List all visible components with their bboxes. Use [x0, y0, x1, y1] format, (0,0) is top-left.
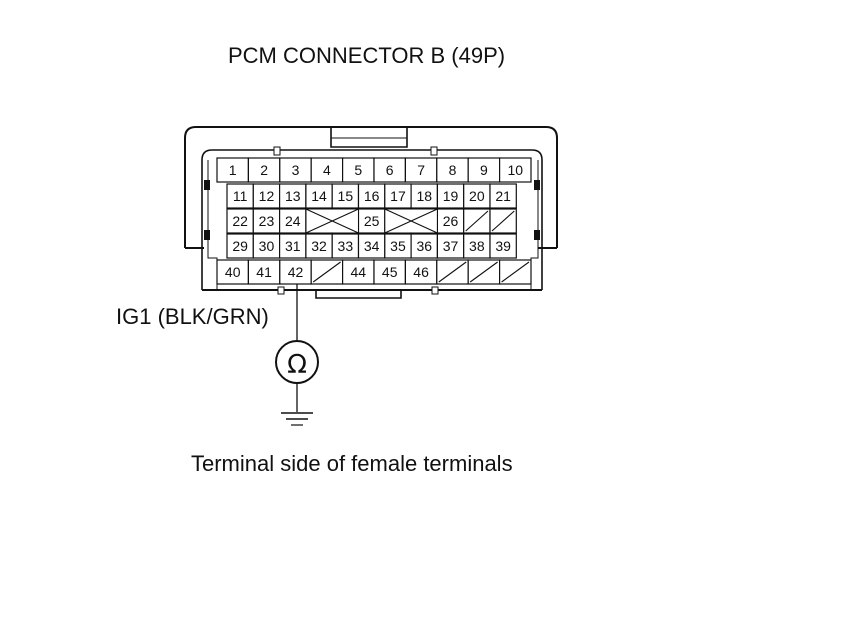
- pin-30: [252, 233, 281, 259]
- diagram-caption: Terminal side of female terminals: [191, 451, 513, 476]
- pin-37: [436, 233, 465, 259]
- pin-39: [489, 233, 517, 259]
- cross-line: [305, 208, 359, 234]
- pin-3: [279, 157, 312, 183]
- unused-slash: [501, 261, 530, 283]
- pin-31: [279, 233, 307, 259]
- pin-label-37: 37: [443, 238, 459, 254]
- pin-label-14: 14: [311, 188, 327, 204]
- pin-35: [384, 233, 412, 259]
- pin-46: [404, 259, 438, 285]
- unused-slash: [438, 261, 467, 283]
- pin-label-24: 24: [285, 213, 301, 229]
- ohm-symbol: Ω: [287, 350, 307, 380]
- probe-circuit: [275, 284, 319, 426]
- diagram-title: PCM CONNECTOR B (49P): [228, 43, 506, 68]
- pin-26: [436, 208, 465, 234]
- pin-label-34: 34: [364, 238, 380, 254]
- pin-7: [404, 157, 438, 183]
- pin-label-9: 9: [480, 162, 488, 178]
- pin-13: [279, 183, 307, 209]
- ground-icon: [281, 412, 313, 426]
- pin-label-7: 7: [417, 162, 425, 178]
- unused-slash: [465, 210, 489, 232]
- pin-label-45: 45: [382, 264, 398, 280]
- housing-markers: [204, 146, 540, 295]
- unused-slash: [469, 261, 498, 283]
- pin-label-46: 46: [413, 264, 429, 280]
- pin-label-29: 29: [232, 238, 248, 254]
- pin-label-40: 40: [225, 264, 241, 280]
- pin-12: [252, 183, 281, 209]
- pin-label-15: 15: [338, 188, 354, 204]
- pin-label-4: 4: [323, 162, 331, 178]
- pin-label-10: 10: [508, 162, 524, 178]
- pin-38: [463, 233, 491, 259]
- pin-label-31: 31: [285, 238, 301, 254]
- pin-32: [305, 233, 333, 259]
- pin-9: [467, 157, 501, 183]
- pin-8: [436, 157, 469, 183]
- pin-18: [410, 183, 439, 209]
- pin-label-17: 17: [390, 188, 406, 204]
- pin-21: [489, 183, 517, 209]
- pin-label-3: 3: [292, 162, 300, 178]
- pin-19: [436, 183, 465, 209]
- pin-33: [331, 233, 360, 259]
- cross-line: [384, 208, 438, 234]
- pin-label-32: 32: [311, 238, 327, 254]
- pin-label-33: 33: [338, 238, 354, 254]
- pin-29: [226, 233, 254, 259]
- pin-label-19: 19: [443, 188, 459, 204]
- pin-label-35: 35: [390, 238, 406, 254]
- pin-41: [247, 259, 281, 285]
- pin-42: [279, 259, 312, 285]
- pin-label-30: 30: [259, 238, 275, 254]
- unused-slash: [312, 261, 341, 283]
- pin-label-23: 23: [259, 213, 275, 229]
- pin-label-22: 22: [232, 213, 248, 229]
- pin-label-6: 6: [386, 162, 394, 178]
- pin-label-39: 39: [495, 238, 511, 254]
- pin-label-8: 8: [449, 162, 457, 178]
- pin-20: [463, 183, 491, 209]
- pin-label-42: 42: [288, 264, 304, 280]
- pin-34: [357, 233, 386, 259]
- pin-4: [310, 157, 344, 183]
- pin-label-25: 25: [364, 213, 380, 229]
- pin-label-5: 5: [354, 162, 362, 178]
- pin-label-36: 36: [416, 238, 432, 254]
- wire-label: IG1 (BLK/GRN): [116, 304, 269, 329]
- pin-6: [373, 157, 406, 183]
- pin-label-26: 26: [443, 213, 459, 229]
- pin-label-16: 16: [364, 188, 380, 204]
- pin-label-20: 20: [469, 188, 485, 204]
- pin-label-21: 21: [495, 188, 511, 204]
- pin-label-18: 18: [416, 188, 432, 204]
- unused-slash: [491, 210, 515, 232]
- pin-label-2: 2: [260, 162, 268, 178]
- pin-23: [252, 208, 281, 234]
- pin-16: [357, 183, 386, 209]
- pin-label-44: 44: [351, 264, 367, 280]
- pin-label-12: 12: [259, 188, 275, 204]
- pin-label-13: 13: [285, 188, 301, 204]
- pin-15: [331, 183, 360, 209]
- pin-label-11: 11: [233, 188, 248, 204]
- pin-label-1: 1: [229, 162, 237, 178]
- pin-label-41: 41: [256, 264, 272, 280]
- pin-label-38: 38: [469, 238, 485, 254]
- pin-45: [373, 259, 406, 285]
- pin-2: [247, 157, 281, 183]
- pin-10: [499, 157, 532, 183]
